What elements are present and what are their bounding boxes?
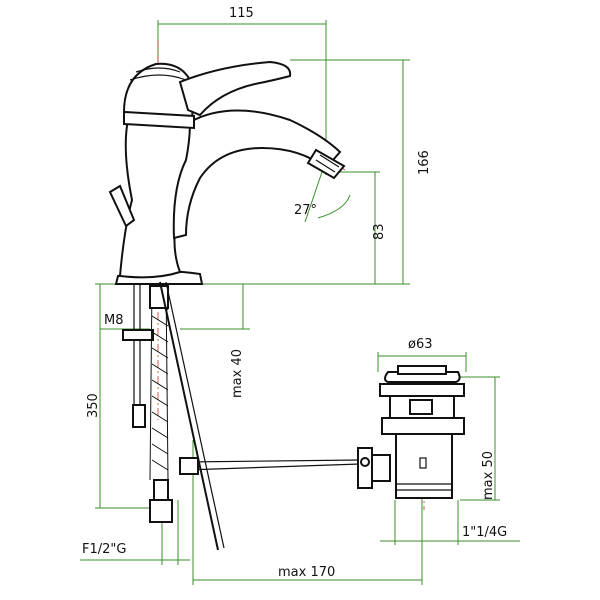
dimension-max-50: max 50 (481, 451, 496, 500)
dimension-waste-thread: 1"1/4G (462, 525, 507, 540)
dimension-labels: 115 166 83 27° M8 max 40 350 ø63 max 50 … (82, 6, 507, 580)
dimension-angle-27: 27° (294, 203, 317, 218)
dimension-166: 166 (417, 150, 432, 175)
underside-assembly (122, 281, 361, 551)
waste-assembly (357, 365, 465, 499)
dimension-m8: M8 (104, 313, 124, 328)
dimension-350: 350 (86, 393, 101, 418)
dimension-115: 115 (229, 6, 254, 21)
dimension-hose-thread: F1/2"G (82, 542, 126, 557)
dimension-max-40: max 40 (230, 349, 245, 398)
dimension-diameter-63: ø63 (408, 337, 433, 352)
faucet-body (108, 60, 346, 285)
dimension-max-170: max 170 (278, 565, 335, 580)
dimension-83: 83 (372, 223, 387, 240)
